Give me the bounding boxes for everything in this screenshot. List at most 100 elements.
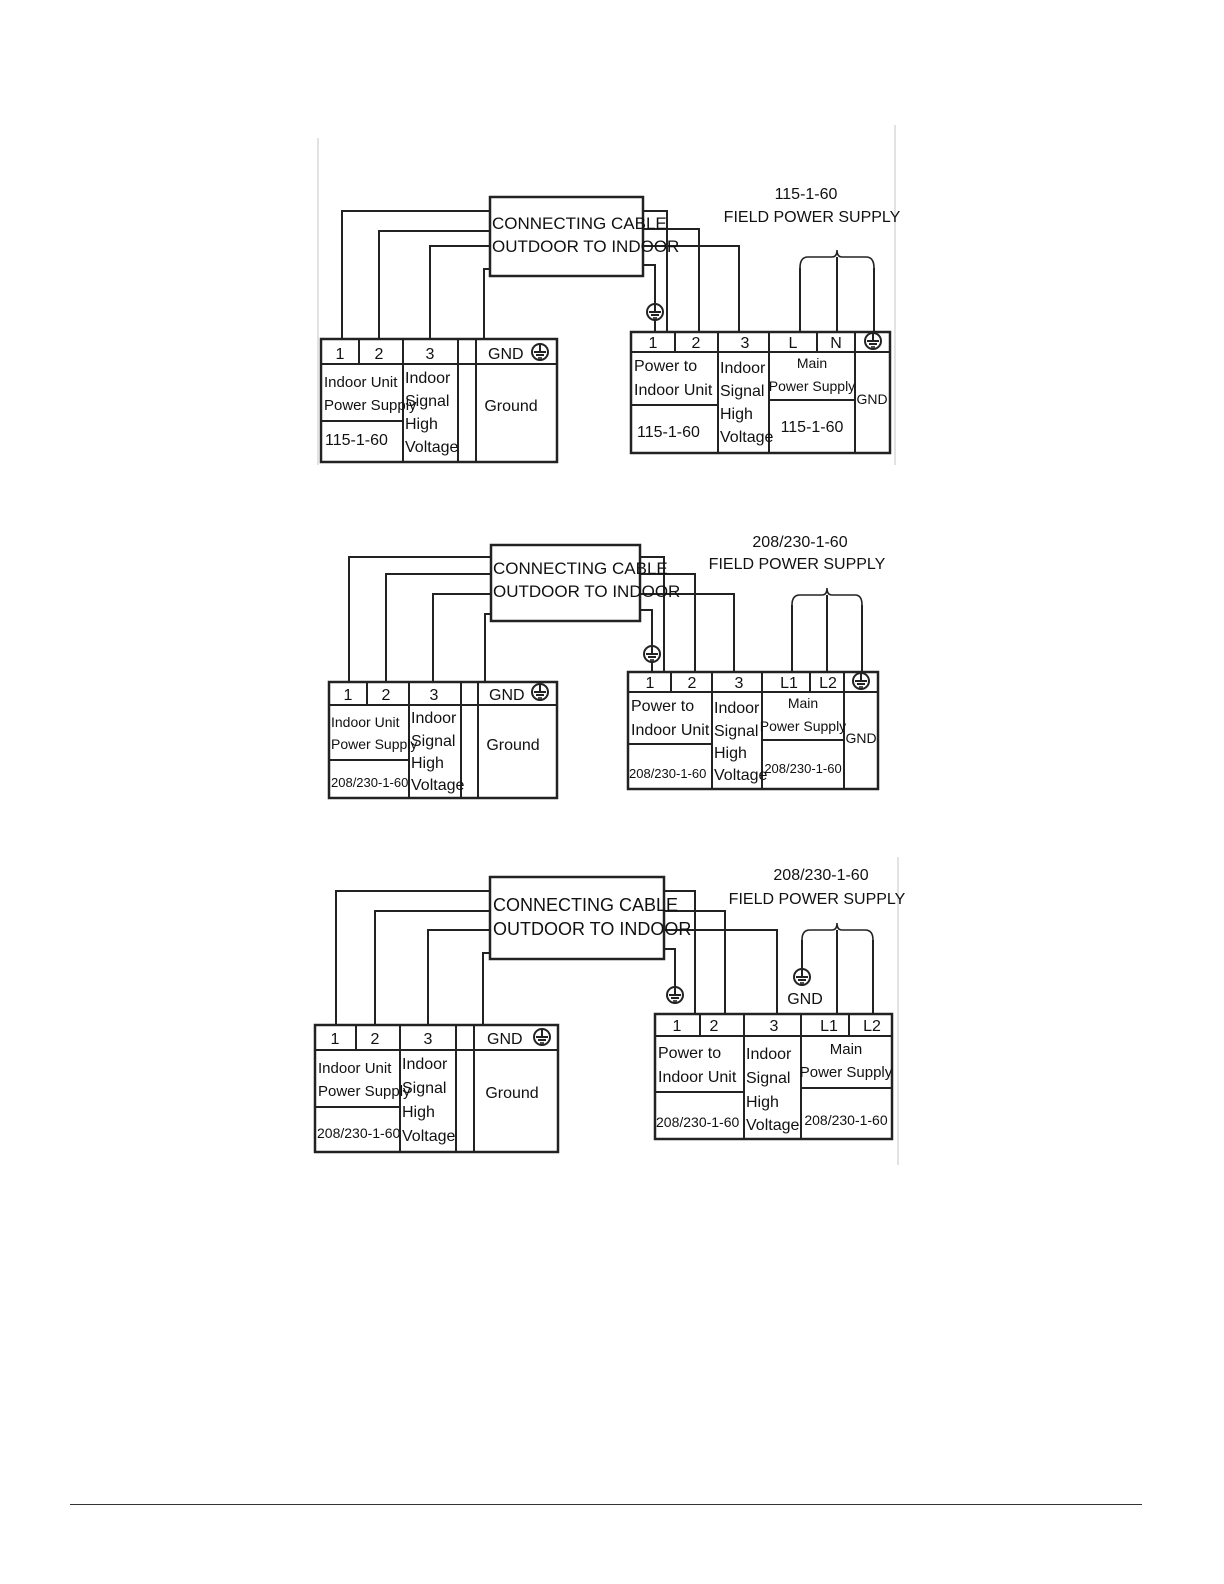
ground-symbol-icon <box>864 332 882 350</box>
indoor-power-rating: 208/230-1-60 <box>317 1125 401 1141</box>
signal-label-1: Indoor <box>746 1046 792 1063</box>
connecting-cable-box <box>488 195 645 278</box>
outdoor-power-rating: 208/230-1-60 <box>629 766 706 781</box>
terminal-l1: L1 <box>780 675 798 692</box>
signal-label-2: Signal <box>714 723 758 740</box>
signal-label-1: Indoor <box>402 1056 448 1073</box>
terminal-3: 3 <box>430 687 439 704</box>
main-supply-label-1: Main <box>797 355 827 371</box>
terminal-l1: L1 <box>820 1018 838 1035</box>
ground-label: Ground <box>486 737 539 754</box>
gnd-label: GND <box>856 391 887 407</box>
terminal-l2: L2 <box>819 675 837 692</box>
main-supply-label-2: Power Supply <box>769 378 855 394</box>
cable-label-line2: OUTDOOR TO INDOOR <box>493 582 680 601</box>
ground-label: Ground <box>484 398 537 415</box>
indoor-power-label-2: Power Supply <box>318 1083 411 1100</box>
signal-label-2: Signal <box>720 383 764 400</box>
signal-label-4: Voltage <box>720 429 773 446</box>
main-supply-label-1: Main <box>788 695 818 711</box>
signal-label-1: Indoor <box>714 700 760 717</box>
signal-label-3: High <box>714 745 747 762</box>
ground-label: Ground <box>485 1085 538 1102</box>
terminal-l2: L2 <box>863 1018 881 1035</box>
signal-label-2: Signal <box>746 1070 790 1087</box>
terminal-2: 2 <box>692 335 701 352</box>
signal-label-1: Indoor <box>411 710 457 727</box>
outdoor-power-label-2: Indoor Unit <box>631 722 710 739</box>
signal-label-3: High <box>405 416 438 433</box>
terminal-2: 2 <box>710 1018 719 1035</box>
indoor-power-label-1: Indoor Unit <box>318 1060 392 1077</box>
connecting-cable-box <box>489 543 642 623</box>
outdoor-power-label-1: Power to <box>631 698 694 715</box>
field-supply-rating: 208/230-1-60 <box>773 867 868 884</box>
outdoor-power-label-2: Indoor Unit <box>634 382 713 399</box>
indoor-power-label-2: Power Supply <box>324 397 417 414</box>
terminal-1: 1 <box>646 675 655 692</box>
indoor-terminal-block: 1 2 3 GND Indoor Unit Power Supply 208/2… <box>313 1023 560 1154</box>
cable-label-line1: CONNECTING CABLE <box>493 559 668 578</box>
signal-label-4: Voltage <box>411 777 464 794</box>
terminal-gnd: GND <box>488 346 524 363</box>
signal-label-1: Indoor <box>405 370 451 387</box>
wiring-diagram-3: GND 208/230-1-60 FIELD POWER SUPPLY CONN… <box>313 857 906 1165</box>
terminal-3: 3 <box>735 675 744 692</box>
outdoor-power-label-1: Power to <box>658 1045 721 1062</box>
indoor-terminal-block: 1 2 3 GND Indoor Unit Power Supply 208/2… <box>327 680 559 800</box>
outdoor-power-rating: 115-1-60 <box>637 424 700 441</box>
terminal-1: 1 <box>673 1018 682 1035</box>
terminal-2: 2 <box>375 346 384 363</box>
ground-symbol-icon <box>531 343 549 361</box>
ground-symbol-icon <box>533 1028 551 1046</box>
outdoor-power-label-2: Indoor Unit <box>658 1069 737 1086</box>
signal-label-2: Signal <box>405 393 449 410</box>
main-supply-label-2: Power Supply <box>760 718 846 734</box>
terminal-l: L <box>789 335 798 352</box>
terminal-1: 1 <box>336 346 345 363</box>
field-supply-rating: 208/230-1-60 <box>752 534 847 551</box>
ground-symbol-icon <box>646 303 664 321</box>
signal-label-4: Voltage <box>402 1128 455 1145</box>
terminal-3: 3 <box>770 1018 779 1035</box>
terminal-2: 2 <box>688 675 697 692</box>
cable-label-line2: OUTDOOR TO INDOOR <box>492 237 679 256</box>
indoor-power-label-1: Indoor Unit <box>324 374 398 391</box>
indoor-terminal-block: 1 2 3 GND Indoor Unit Power Supply 115-1… <box>319 337 559 464</box>
outdoor-power-label-1: Power to <box>634 358 697 375</box>
cable-label-line2: OUTDOOR TO INDOOR <box>493 919 691 939</box>
outdoor-terminal-block: 1 2 3 L1 L2 Power to Indoor Unit 208/230… <box>626 670 880 791</box>
connecting-cable-box <box>488 875 666 961</box>
outdoor-power-rating: 208/230-1-60 <box>656 1114 740 1130</box>
signal-label-3: High <box>402 1104 435 1121</box>
ground-symbol-icon <box>643 645 661 663</box>
indoor-power-label-1: Indoor Unit <box>331 714 400 730</box>
terminal-gnd: GND <box>487 1031 523 1048</box>
signal-label-3: High <box>720 406 753 423</box>
main-supply-label-1: Main <box>830 1041 863 1058</box>
signal-label-3: High <box>411 755 444 772</box>
main-supply-rating: 208/230-1-60 <box>764 761 841 776</box>
field-supply-rating: 115-1-60 <box>775 186 838 203</box>
indoor-power-label-2: Power Supply <box>331 736 417 752</box>
footer-divider <box>70 1504 1142 1505</box>
main-supply-rating: 115-1-60 <box>781 419 844 436</box>
ground-symbol-icon <box>531 683 549 701</box>
cable-label-line1: CONNECTING CABLE <box>492 214 667 233</box>
ground-symbol-icon <box>852 672 870 690</box>
field-supply-gnd-label: GND <box>787 991 823 1008</box>
outdoor-terminal-block: 1 2 3 L1 L2 Power to Indoor Unit 208/230… <box>653 1012 894 1141</box>
cable-label-line1: CONNECTING CABLE <box>493 895 678 915</box>
field-supply-label: FIELD POWER SUPPLY <box>709 556 886 573</box>
terminal-3: 3 <box>426 346 435 363</box>
signal-label-2: Signal <box>402 1080 446 1097</box>
indoor-power-rating: 208/230-1-60 <box>331 775 408 790</box>
field-supply-label: FIELD POWER SUPPLY <box>729 891 906 908</box>
terminal-n: N <box>830 335 842 352</box>
gnd-label: GND <box>845 730 876 746</box>
signal-label-2: Signal <box>411 733 455 750</box>
signal-label-1: Indoor <box>720 360 766 377</box>
indoor-power-rating: 115-1-60 <box>325 432 388 449</box>
signal-label-3: High <box>746 1094 779 1111</box>
signal-label-4: Voltage <box>746 1117 799 1134</box>
